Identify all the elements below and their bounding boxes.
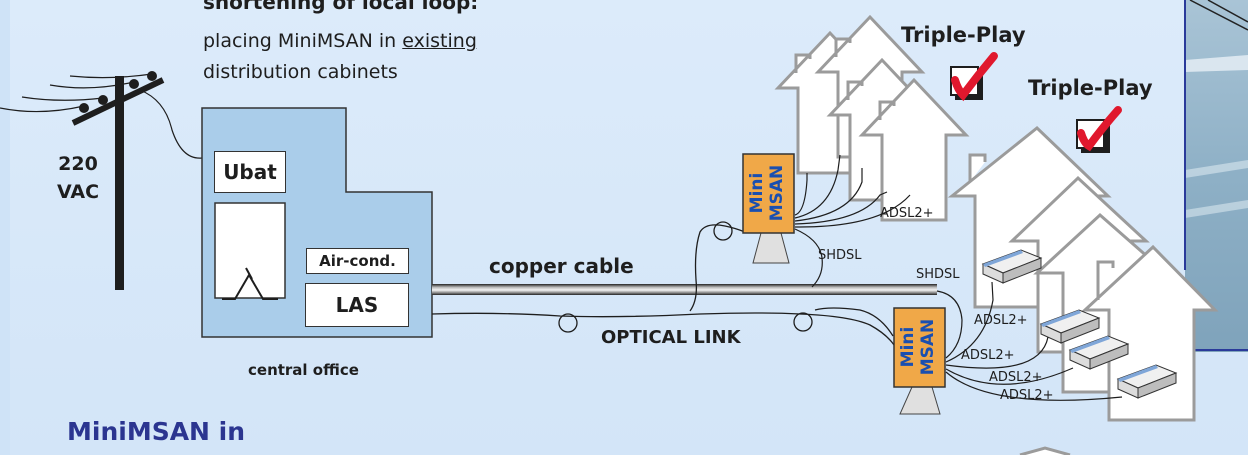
- adsl-label: ADSL2+: [961, 348, 1015, 363]
- msan-lower-label: Mini MSAN: [898, 307, 940, 387]
- shdsl-line-upper: [794, 228, 823, 288]
- subtitle-underlined: existing: [402, 30, 477, 52]
- optical-link-label: OPTICAL LINK: [601, 327, 741, 348]
- power-pole-icon: [0, 71, 203, 290]
- shdsl-label: SHDSL: [916, 267, 960, 282]
- adsl-lines-lower: [936, 281, 1123, 401]
- adsl-label: ADSL2+: [1000, 388, 1054, 403]
- las-box: LAS: [305, 283, 409, 327]
- msan-label-line1: Mini: [747, 172, 767, 214]
- triple-play-label: Triple-Play: [901, 23, 1026, 47]
- power-unit: VAC: [56, 181, 100, 203]
- checkbox-icon: [950, 52, 998, 102]
- ubat-box: Ubat: [214, 151, 286, 193]
- subtitle-line-1: placing MiniMSAN in existing: [203, 30, 477, 52]
- adsl-label: ADSL2+: [880, 206, 934, 221]
- adsl-label: ADSL2+: [974, 313, 1028, 328]
- left-strip: [0, 0, 10, 455]
- power-label: 220 VAC: [48, 150, 108, 206]
- msan-upper-label: Mini MSAN: [747, 153, 789, 233]
- filter-symbol-icon: [222, 267, 278, 300]
- houses-lower: [947, 126, 1219, 455]
- copper-cable: [432, 284, 937, 295]
- optical-link: [431, 221, 898, 351]
- heading: shortening of local loop:: [203, 0, 479, 14]
- power-voltage: 220: [58, 153, 98, 175]
- copper-cable-label: copper cable: [489, 254, 634, 278]
- central-office-label: central office: [248, 361, 359, 379]
- mini-msan-upper: [742, 153, 795, 264]
- aircond-box: Air-cond.: [306, 248, 409, 274]
- adsl-label: ADSL2+: [989, 370, 1043, 385]
- subtitle-line-2: distribution cabinets: [203, 61, 398, 83]
- subtitle-text: placing MiniMSAN in: [203, 30, 403, 52]
- checkbox-icon: [1076, 106, 1122, 153]
- section-title: MiniMSAN in: [67, 417, 246, 446]
- msan-label-line2: MSAN: [767, 164, 787, 222]
- shdsl-label: SHDSL: [818, 248, 862, 263]
- mini-msan-lower: [893, 307, 946, 415]
- msan-label-line2: MSAN: [918, 318, 938, 376]
- msan-label-line1: Mini: [898, 326, 918, 368]
- adsl-lines-upper: [794, 154, 911, 228]
- triple-play-label: Triple-Play: [1028, 76, 1153, 100]
